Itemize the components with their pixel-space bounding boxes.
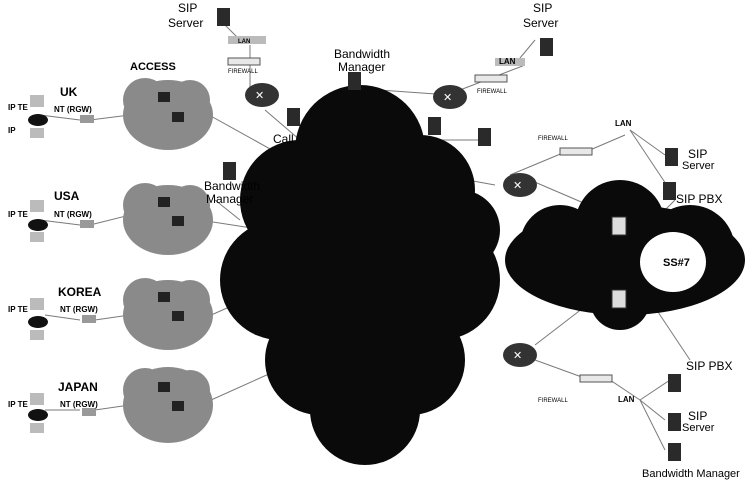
firewalls [227,57,613,383]
access-clouds [123,78,213,443]
bandwidth-manager-left-icon [223,162,236,180]
firewall-top-right-icon [474,74,508,83]
sip-pbx-bottom-icon [668,374,681,392]
router-bottom-right: ✕ [503,343,537,367]
lan-top-right-icon [495,58,525,66]
bandwidth-manager-top-icon [348,72,361,90]
access-label: ACCESS [130,61,176,73]
ip-te-uk-label: IP TE [8,103,29,112]
svg-text:✕: ✕ [513,350,522,362]
nt-japan-label: NT (RGW) [60,400,98,409]
lan-mr-label: LAN [615,119,632,128]
server-icon-a [428,117,441,135]
sip-server-top-left-icon [217,8,230,26]
sip-server-right-line2: Server [682,160,715,172]
endpoints-japan [28,393,96,433]
lan-bars [228,36,525,66]
sip-server-tl-line2: Server [168,16,203,30]
core-network-cloud [220,85,500,465]
svg-text:✕: ✕ [255,90,264,102]
nt-uk-label: NT (RGW) [54,105,92,114]
access-cloud-korea [123,278,213,350]
firewall-bottom-right-icon [579,374,613,383]
bandwidth-manager-bottom-label: Bandwidth Manager [642,468,740,480]
call-server-icon [287,108,300,126]
lan-tr-label: LAN [499,57,516,66]
region-uk-label: UK [60,85,78,99]
firewall-br-label: FIREWALL [538,398,568,404]
region-japan-label: JAPAN [58,380,98,394]
bandwidth-manager-bottom-icon [668,443,681,461]
text-labels: SIP Server LAN FIREWALL Call Bandwidth M… [8,1,740,480]
firewall-top-left-icon [227,57,261,66]
ss7-cloud: SS#7 [505,180,745,330]
firewall-tr-label: FIREWALL [477,89,507,95]
sip-server-top-right-icon [540,38,553,56]
sip-server-tl-line1: SIP [178,1,197,15]
access-cloud-japan [123,367,213,443]
region-korea-label: KOREA [58,285,102,299]
call-label: Call [273,132,294,146]
bandwidth-manager-left-line1: Bandwidth [204,179,260,193]
sip-server-tr-line2: Server [523,16,558,30]
bandwidth-manager-top-line1: Bandwidth [334,47,390,61]
sip-server-bottom-line1: SIP [688,409,707,423]
sip-server-tr-line1: SIP [533,1,552,15]
endpoints-korea [28,298,96,340]
sip-server-right-line1: SIP [688,147,707,161]
lan-br-label: LAN [618,395,635,404]
router-mid-right: ✕ [503,173,537,197]
sip-server-bottom-line2: Server [682,422,715,434]
server-boxes [217,8,681,461]
ip-te-usa-label: IP TE [8,210,29,219]
access-cloud-usa [123,183,213,255]
router-top-left: ✕ [245,83,279,107]
lan-top-left-icon [228,36,266,44]
ss7-ellipse [640,232,706,292]
access-cloud-uk [123,78,213,150]
sip-pbx-top-icon [663,182,676,200]
ss7-label: SS#7 [663,257,690,269]
sip-server-bottom-icon [668,413,681,431]
end-user-devices [28,95,96,433]
server-icon-b [478,128,491,146]
firewall-mid-right-icon [559,147,593,156]
router-top-right: ✕ [433,85,467,109]
nt-usa-label: NT (RGW) [54,210,92,219]
svg-text:✕: ✕ [513,180,522,192]
endpoints-usa [28,200,94,242]
sip-pbx-top-label: SIP PBX [676,192,722,206]
ip-te-japan-label: IP TE [8,400,29,409]
firewall-mr-label: FIREWALL [538,136,568,142]
svg-text:✕: ✕ [443,92,452,104]
ip-uk-label: IP [8,126,16,135]
bandwidth-manager-top-line2: Manager [338,60,385,74]
ss7-gateway-bottom [611,289,627,309]
sip-pbx-bottom-label: SIP PBX [686,359,732,373]
endpoints-uk [28,95,94,138]
access-cloud-devices [158,92,184,411]
region-usa-label: USA [54,189,80,203]
lan-tl-label: LAN [238,39,250,45]
bandwidth-manager-left-line2: Manager [206,192,253,206]
sip-server-right-icon [665,148,678,166]
nt-korea-label: NT (RGW) [60,305,98,314]
ss7-gateway-top [611,216,627,236]
ip-te-korea-label: IP TE [8,305,29,314]
routers: ✕ ✕ ✕ ✕ [245,83,537,367]
connection-lines [39,24,691,451]
firewall-tl-label: FIREWALL [228,69,258,75]
